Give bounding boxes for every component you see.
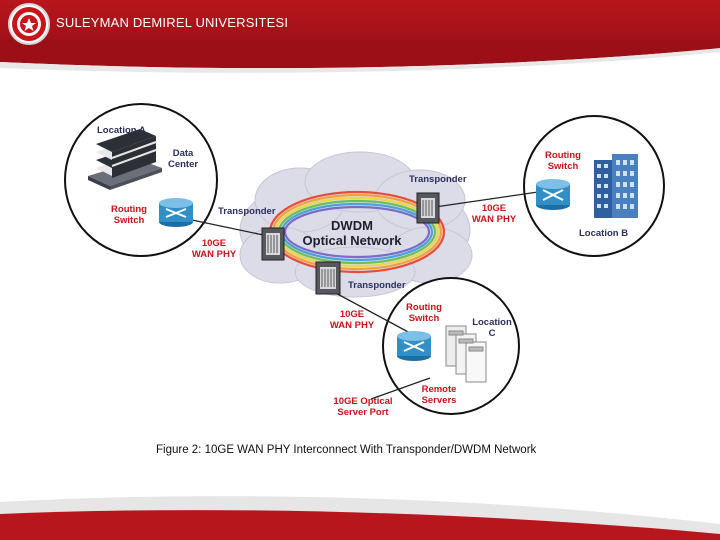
header-wave [0,40,720,73]
location-a-label: Location A [97,125,146,136]
wan-phy-right-line-2: WAN PHY [471,214,517,225]
university-name: SULEYMAN DEMIREL UNIVERSITESI [56,15,289,30]
wan-phy-bottom-line-2: WAN PHY [329,320,375,331]
transponder-left-icon [261,227,285,261]
data-center-label: Data Center [165,148,201,170]
routing-switch-c-line-1: Routing [406,302,442,313]
dwdm-title-line-2: Optical Network [302,233,402,248]
figure-caption: Figure 2: 10GE WAN PHY Interconnect With… [156,444,537,456]
optical-port-line-1: 10GE Optical [333,396,393,407]
data-center-line-2: Center [167,159,199,170]
office-buildings-icon [594,154,638,218]
remote-servers-icon [445,325,487,383]
routing-switch-b-label: Routing Switch [542,150,584,172]
routing-switch-c-label: Routing Switch [403,302,445,324]
data-center-line-1: Data [172,148,194,159]
transponder-left-label: Transponder [218,206,276,217]
routing-switch-b-icon [536,179,570,210]
transponder-top-label: Transponder [409,174,467,185]
remote-servers-line-2: Servers [421,395,457,406]
dwdm-network-label: DWDM Optical Network [296,218,408,248]
remote-servers-label: Remote Servers [418,384,460,406]
location-b-label: Location B [579,228,629,239]
wan-phy-right-line-1: 10GE [481,203,507,214]
transponder-bottom-label: Transponder [348,280,406,291]
location-c-line-2: C [488,328,496,339]
routing-switch-a-line-2: Switch [113,215,145,226]
location-c-label: Location C [470,317,514,339]
routing-switch-c-icon [397,331,431,361]
dwdm-title-line-1: DWDM [331,218,373,233]
wan-phy-right-label: 10GE WAN PHY [466,203,522,225]
remote-servers-line-1: Remote [421,384,457,395]
wan-phy-left-line-2: WAN PHY [191,249,237,260]
wan-phy-left-label: 10GE WAN PHY [188,238,240,260]
routing-switch-a-label: Routing Switch [108,204,150,226]
optical-port-line-2: Server Port [337,407,389,418]
routing-switch-b-line-2: Switch [547,161,579,172]
connector-lines [191,191,539,400]
wan-phy-left-line-1: 10GE [201,238,227,249]
transponder-top-icon [416,192,440,224]
wan-phy-bottom-label: 10GE WAN PHY [325,309,379,331]
routing-switch-a-icon [159,198,193,227]
location-c-line-1: Location [472,317,512,328]
routing-switch-a-line-1: Routing [111,204,147,215]
optical-server-port-label: 10GE Optical Server Port [328,396,398,418]
wan-phy-bottom-line-1: 10GE [339,309,365,320]
transponder-bottom-icon [315,261,341,295]
routing-switch-b-line-1: Routing [545,150,581,161]
routing-switch-c-line-2: Switch [408,313,440,324]
footer-wave [0,496,720,540]
data-center-building-icon [88,129,162,190]
university-logo [8,3,50,45]
